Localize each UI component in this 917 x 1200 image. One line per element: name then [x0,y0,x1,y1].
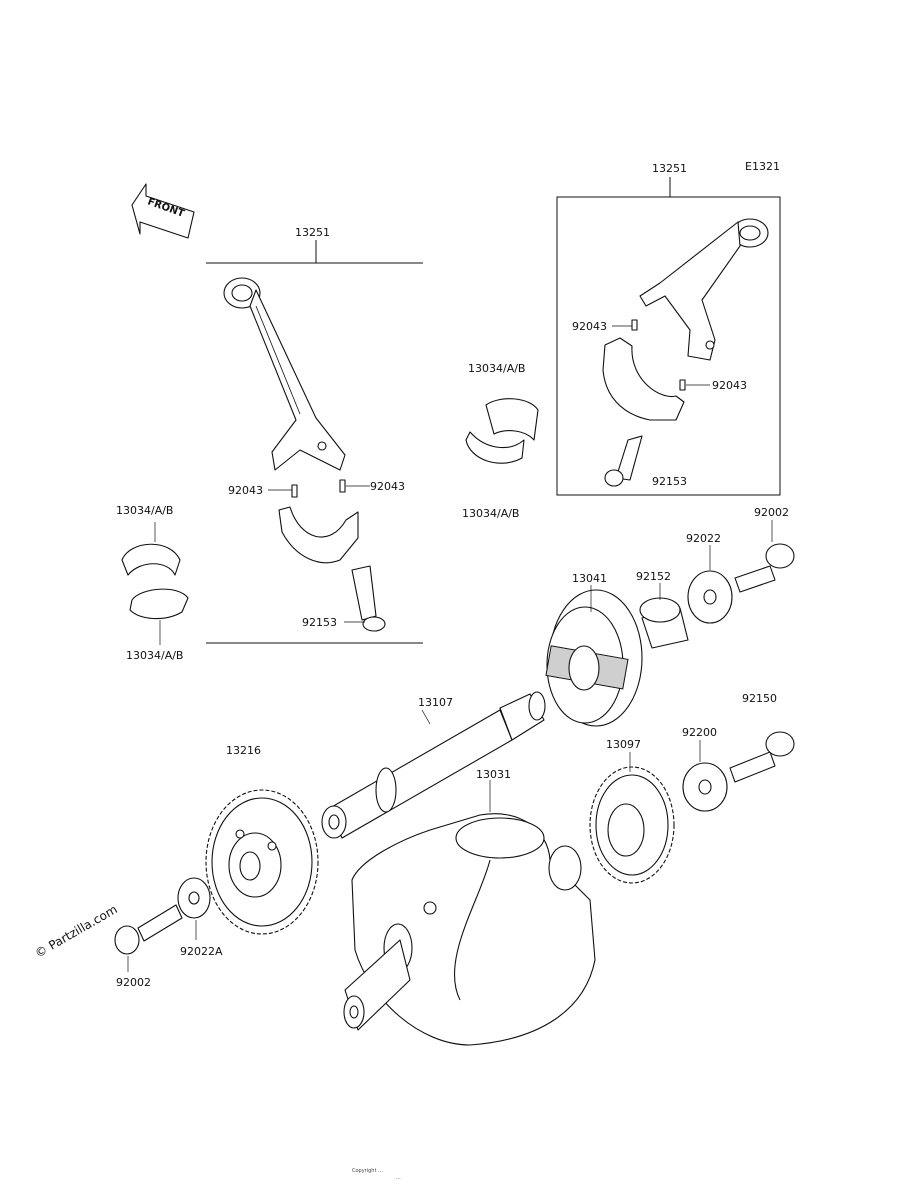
dowel-pin-right-a [631,319,638,331]
label-collar: 92152 [636,570,671,583]
dowel-pin-left-b [339,479,346,493]
right-group-frame [556,196,781,496]
label-crankshaft: 13031 [476,768,511,781]
rod-bolt-right [604,435,643,487]
label-pin-right-b: 92043 [712,379,747,392]
label-washer-right: 92200 [682,726,717,739]
label-bolt-right: 92153 [652,475,687,488]
label-pin-right-a: 92043 [572,320,607,333]
connecting-rod-right [639,218,769,361]
label-bolt-left: 92153 [302,616,337,629]
gear-right [589,766,675,884]
label-washer-top: 92022 [686,532,721,545]
crankshaft [343,813,596,1046]
washer-top [687,570,733,624]
shaft [321,691,546,839]
label-gear-right: 13097 [606,738,641,751]
bolt-right-gear [729,731,795,783]
bearing-shell-lower-left [129,588,189,620]
dowel-pin-left-a [291,484,298,498]
label-bolt-right-gear: 92150 [742,692,777,705]
balancer-weight [545,589,643,727]
label-pin-left-a: 92043 [228,484,263,497]
dowel-pin-right-b [679,379,686,391]
washer-right [682,762,728,812]
bolt-top [734,543,795,593]
label-bearing-mid-lower: 13034/A/B [462,507,519,520]
connecting-rod-left [223,277,346,471]
label-conrod-right: 13251 [652,162,687,175]
washer-left [177,877,211,919]
bearing-shell-mid-lower [465,431,525,464]
footer-line-1: Copyright ... [352,1168,383,1174]
bearing-shell-upper-left [121,543,181,576]
diagram-id: E1321 [745,160,780,173]
label-gear-left: 13216 [226,744,261,757]
front-arrow-icon: FRONT [131,183,195,239]
label-bolt-top: 92002 [754,506,789,519]
footer-line-2: ... [396,1175,401,1181]
label-bearing-upper-left: 13034/A/B [116,504,173,517]
rod-cap-left [278,506,359,564]
rod-bolt-left [351,565,386,632]
gear-left [205,789,319,935]
label-washer-left: 92022A [180,945,223,958]
label-shaft: 13107 [418,696,453,709]
label-weight: 13041 [572,572,607,585]
label-pin-left-b: 92043 [370,480,405,493]
rod-cap-right [602,337,685,421]
collar [639,597,689,649]
label-bearing-lower-left: 13034/A/B [126,649,183,662]
label-bearing-mid-upper: 13034/A/B [468,362,525,375]
label-bolt-gear-left: 92002 [116,976,151,989]
leader-lines [127,325,773,972]
bearing-shell-mid-upper [485,398,539,441]
gear-bolt-left [114,904,183,955]
left-group-frame [206,240,423,644]
label-conrod-left: 13251 [295,226,330,239]
partzilla-watermark: © Partzilla.com [33,902,120,960]
